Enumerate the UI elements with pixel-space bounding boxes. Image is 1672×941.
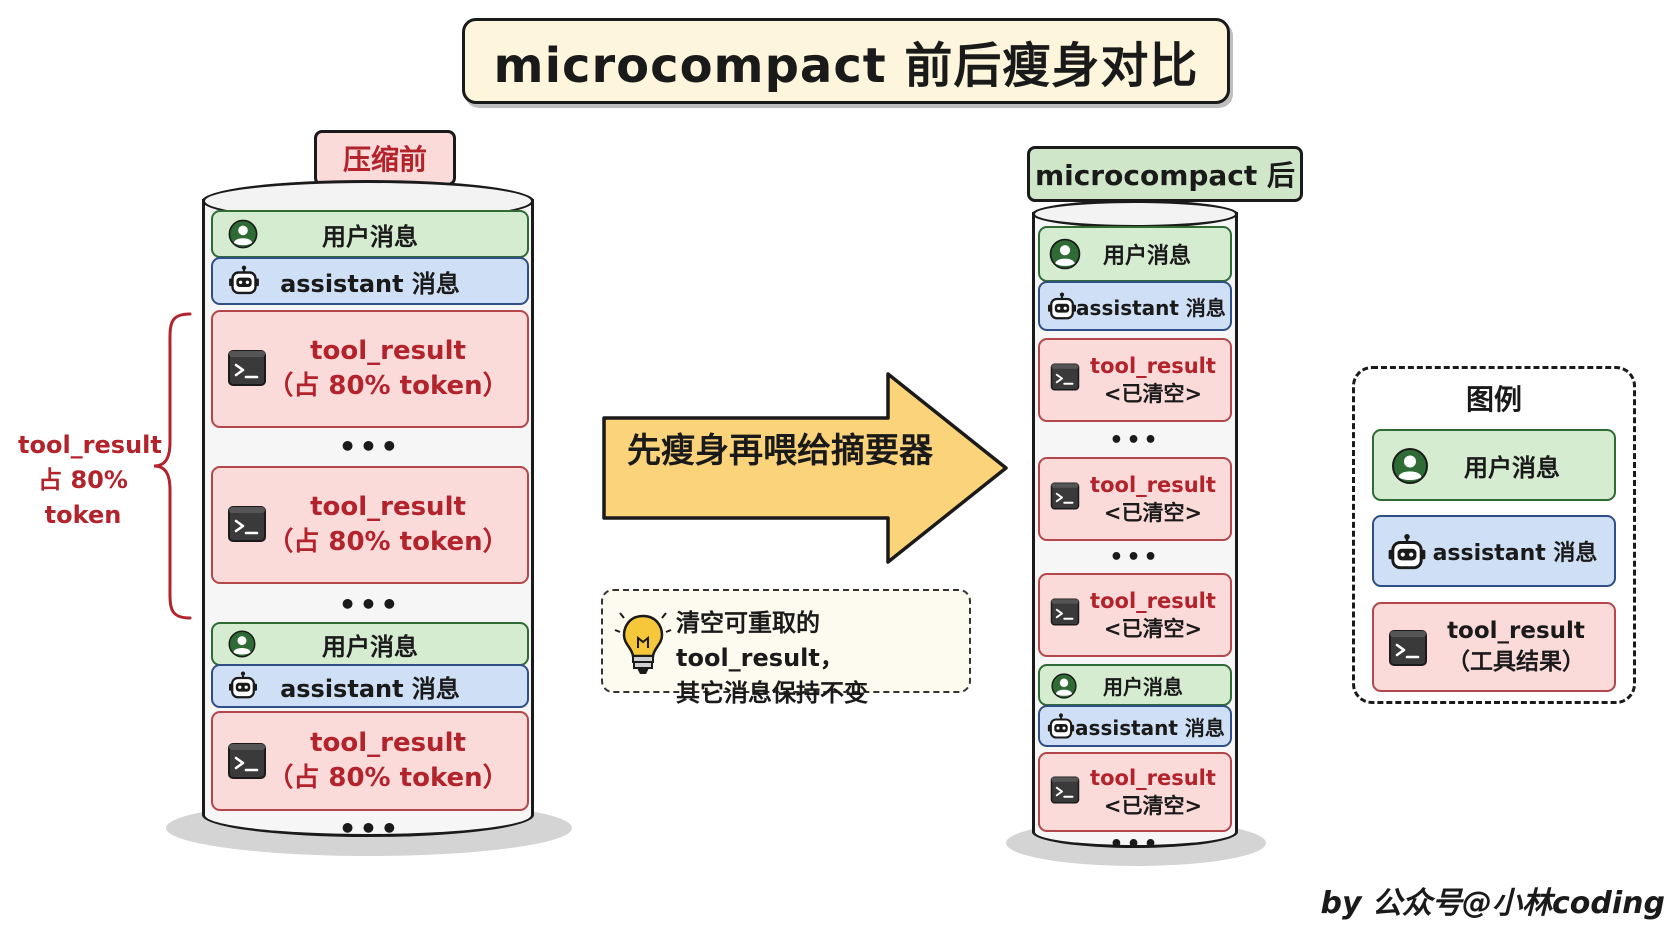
ellipsis: ••• (338, 812, 402, 845)
legend-user-item: 用户消息 (1372, 429, 1616, 501)
legend-tool-item: tool_result （工具结果） (1372, 602, 1616, 692)
after-user-row-1: 用户消息 (1038, 226, 1232, 282)
after-assistant-row-1: assistant 消息 (1038, 281, 1232, 331)
note-line-1: 清空可重取的 tool_result， (676, 609, 844, 672)
tool-result-label: tool_result (310, 491, 466, 522)
legend-user-label: 用户消息 (1464, 453, 1560, 482)
brace-label-line-1: tool_result (18, 431, 162, 459)
robot-icon (227, 264, 261, 298)
assistant-message-label: assistant 消息 (1076, 295, 1226, 320)
before-label: 压缩前 (314, 130, 456, 186)
after-label: microcompact 后 (1027, 146, 1303, 202)
after-tool-row-3: tool_result <已清空> (1038, 573, 1232, 657)
user-icon (1390, 446, 1430, 486)
tool-result-cleared: <已清空> (1103, 617, 1203, 641)
tool-result-token-share: （占 80% token） (267, 763, 509, 793)
terminal-icon (1050, 362, 1080, 392)
user-message-label: 用户消息 (1102, 244, 1191, 269)
note-text: 清空可重取的 tool_result， 其它消息保持不变 (676, 606, 976, 710)
tool-result-label: tool_result (310, 727, 466, 758)
note-box (601, 589, 971, 693)
user-icon (1048, 237, 1082, 271)
after-tool-row-2: tool_result <已清空> (1038, 457, 1232, 541)
after-tool-row-4: tool_result <已清空> (1038, 752, 1232, 832)
terminal-icon (1050, 597, 1080, 627)
after-tool-row-1: tool_result <已清空> (1038, 338, 1232, 422)
ellipsis: ••• (1109, 428, 1161, 453)
author-credit: by 公众号@小林coding (1320, 886, 1665, 921)
legend-tool-label: tool_result (1447, 617, 1585, 644)
ellipsis: ••• (1109, 832, 1161, 857)
tool-result-token-share: （占 80% token） (267, 371, 509, 401)
after-user-row-2: 用户消息 (1038, 664, 1232, 706)
tool-result-cleared: <已清空> (1103, 501, 1203, 525)
robot-icon (1046, 712, 1076, 742)
terminal-icon (1050, 481, 1080, 511)
tool-result-label: tool_result (310, 335, 466, 366)
robot-icon (1386, 532, 1428, 574)
tool-result-cleared: <已清空> (1103, 794, 1203, 818)
legend-title: 图例 (1465, 383, 1522, 416)
terminal-icon (227, 348, 267, 388)
user-icon (1050, 672, 1078, 700)
user-message-label: 用户消息 (322, 222, 418, 251)
user-icon (227, 629, 257, 659)
robot-icon (227, 670, 259, 702)
legend-tool-desc: （工具结果） (1447, 649, 1585, 675)
curly-brace (153, 312, 192, 620)
before-tool-row-2: tool_result （占 80% token） (211, 466, 529, 584)
tool-result-label: tool_result (1090, 472, 1216, 497)
brace-label-line-3: token (44, 500, 122, 529)
after-assistant-row-2: assistant 消息 (1038, 705, 1232, 747)
assistant-message-label: assistant 消息 (280, 674, 460, 703)
tool-result-cleared: <已清空> (1103, 382, 1203, 406)
after-cylinder-top (1032, 200, 1238, 228)
ellipsis: ••• (338, 588, 402, 621)
page-title: microcompact 前后瘦身对比 (462, 18, 1230, 104)
user-message-label: 用户消息 (322, 632, 418, 661)
legend-assistant-item: assistant 消息 (1372, 515, 1616, 587)
before-tool-row-3: tool_result （占 80% token） (211, 711, 529, 811)
before-user-row-1: 用户消息 (211, 210, 529, 258)
terminal-icon (1388, 628, 1428, 668)
terminal-icon (1050, 775, 1080, 805)
brace-label-line-2: 占 80% (38, 465, 128, 494)
lightbulb-icon (614, 612, 672, 674)
tool-result-token-share: （占 80% token） (267, 527, 509, 557)
user-message-label: 用户消息 (1103, 674, 1183, 699)
ellipsis: ••• (1109, 545, 1161, 570)
before-user-row-2: 用户消息 (211, 622, 529, 666)
ellipsis: ••• (338, 430, 402, 463)
assistant-message-label: assistant 消息 (280, 269, 460, 298)
user-icon (227, 218, 259, 250)
before-tool-row-1: tool_result （占 80% token） (211, 310, 529, 428)
tool-result-label: tool_result (1090, 588, 1216, 613)
arrow-caption: 先瘦身再喂给摘要器 (627, 431, 933, 471)
before-assistant-row-2: assistant 消息 (211, 664, 529, 708)
robot-icon (1046, 291, 1078, 323)
terminal-icon (227, 504, 267, 544)
before-assistant-row-1: assistant 消息 (211, 257, 529, 305)
brace-label: tool_result 占 80% token (18, 428, 162, 532)
tool-result-label: tool_result (1090, 353, 1216, 378)
terminal-icon (227, 741, 267, 781)
legend-assistant-label: assistant 消息 (1432, 541, 1598, 566)
note-line-2: 其它消息保持不变 (676, 678, 868, 707)
assistant-message-label: assistant 消息 (1075, 715, 1225, 740)
tool-result-label: tool_result (1090, 765, 1216, 790)
transform-arrow (602, 372, 1008, 564)
